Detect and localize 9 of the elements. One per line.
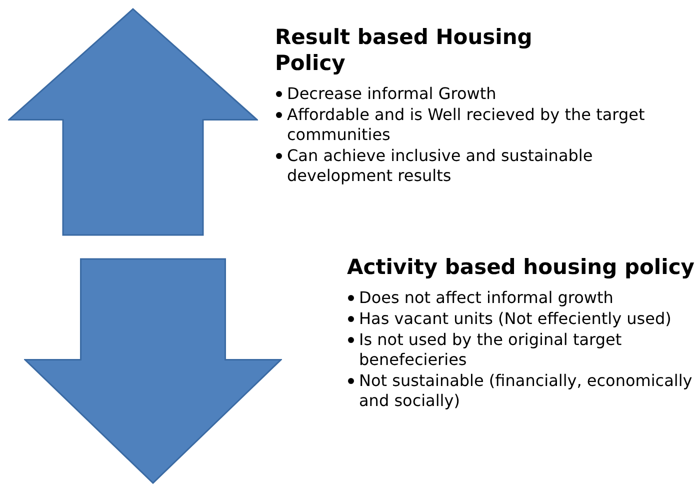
bullet-text: Has vacant units (Not effeciently used) — [359, 309, 672, 328]
heading: Activity based housing policy — [347, 254, 696, 280]
bullet-text: Can achieve inclusive and sustainable development results — [287, 146, 593, 185]
heading: Result based Housing Policy — [275, 24, 534, 76]
bullet-text: Affordable and is Well recieved by the target communities — [287, 105, 645, 144]
bullet-text: Decrease informal Growth — [287, 84, 496, 103]
bullet-text: Not sustainable (financially, economically and socially) — [359, 371, 692, 410]
bullet-text: Is not used by the original target benefecieries — [359, 330, 622, 369]
bullet-text: Does not affect informal growth — [359, 288, 614, 307]
